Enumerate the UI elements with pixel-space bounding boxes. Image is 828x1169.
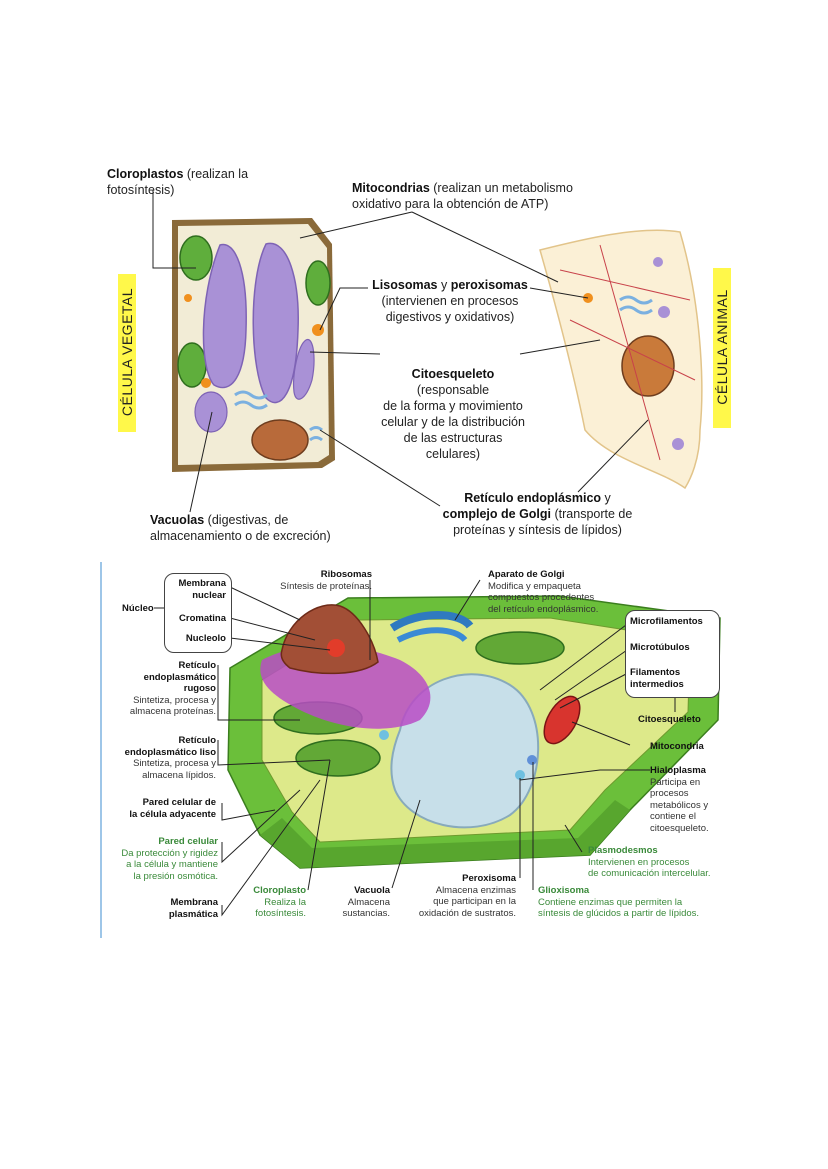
cytoskeleton-label-box [625, 610, 720, 698]
label-reticulo-golgi: Retículo endoplásmico y complejo de Golg… [442, 491, 633, 537]
label-cloroplastos: Cloroplastos (realizan la fotosíntesis) [107, 167, 249, 197]
label-lisosomas: Lisosomas y peroxisomas (intervienen en … [372, 278, 528, 324]
label-cromatina: Cromatina [179, 613, 226, 624]
label-microtubulos: Microtúbulos [630, 642, 690, 653]
label-vacuolas: Vacuolas (digestivas, de almacenamiento … [150, 513, 331, 543]
label-nucleo: Núcleo [122, 603, 154, 614]
plant-cell-3d-illustration [227, 595, 721, 869]
nucleus-label-box [164, 573, 232, 653]
label-nucleolo: Nucleolo [185, 633, 226, 644]
label-mitocondria: Mitocondria [650, 741, 704, 752]
plant-cell-illustration [172, 218, 335, 472]
label-mitocondrias: Mitocondrias (realizan un metabolismo ox… [352, 181, 573, 211]
label-microfilamentos: Microfilamentos [630, 616, 703, 627]
label-citoesqueleto: Citoesqueleto (responsable de la forma y… [381, 367, 525, 461]
bottom-leader-lines [154, 579, 676, 917]
animal-cell-illustration [539, 229, 703, 490]
plant-cell-side-label: CÉLULA VEGETAL [118, 274, 136, 432]
top-leader-lines [152, 190, 649, 513]
label-citoesqueleto-bottom: Citoesqueleto [638, 714, 701, 725]
animal-cell-side-label: CÉLULA ANIMAL [713, 268, 731, 428]
